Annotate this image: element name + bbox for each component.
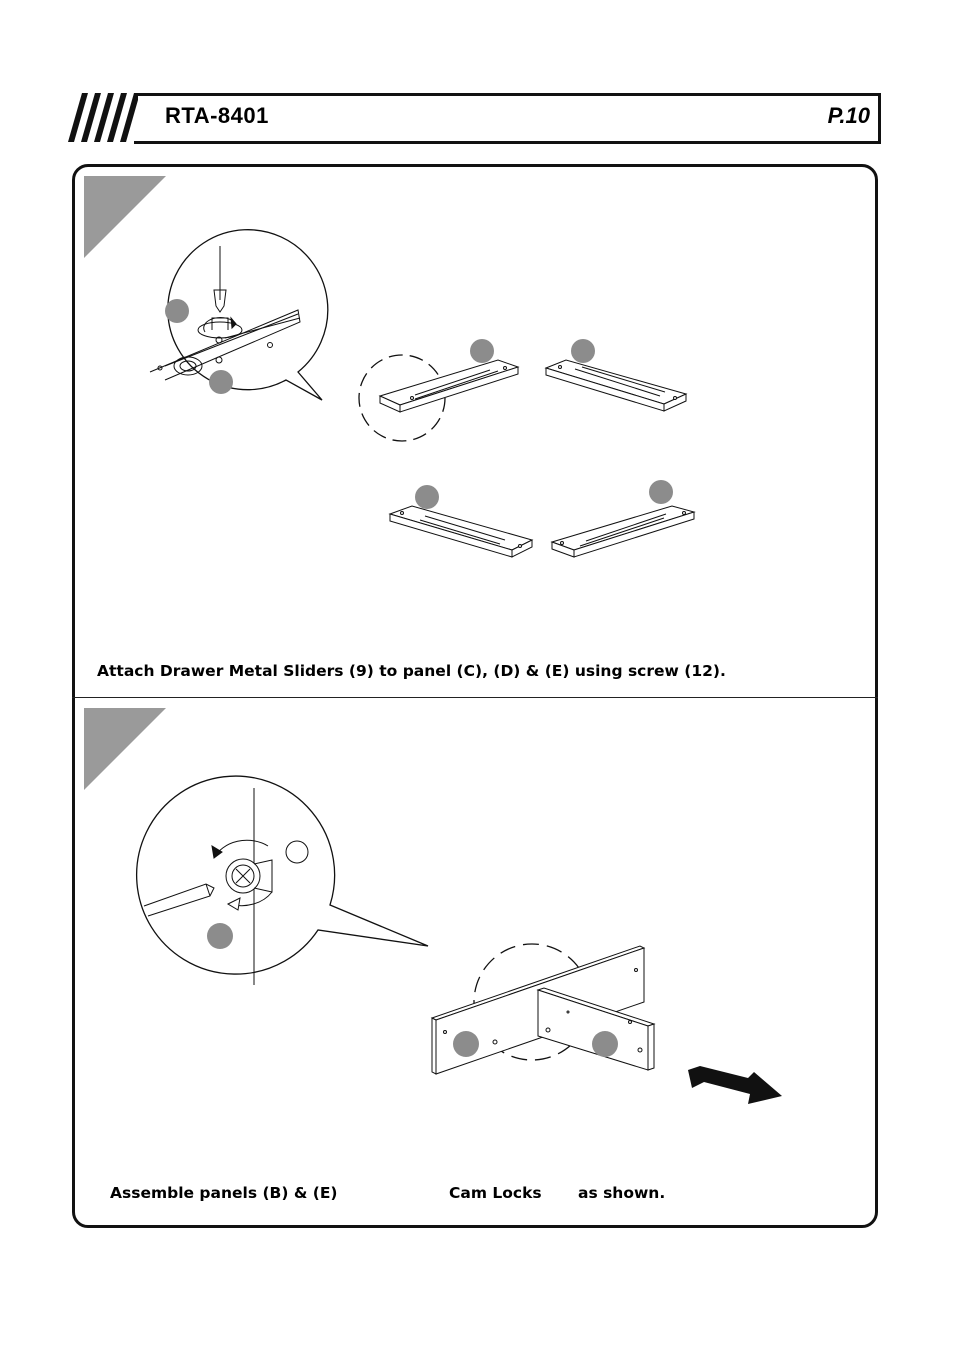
cam-lock-detail-callout: [137, 776, 428, 974]
step2-caption-part2: Cam Locks: [449, 1184, 542, 1202]
part-marker-panel-e: [592, 1031, 618, 1057]
direction-arrow: [688, 1066, 782, 1104]
part-marker-panel-b: [453, 1031, 479, 1057]
part-marker-cam-lock: [207, 923, 233, 949]
step2-caption-part1: Assemble panels (B) & (E): [110, 1184, 338, 1202]
step2-caption-part3: as shown.: [578, 1184, 665, 1202]
